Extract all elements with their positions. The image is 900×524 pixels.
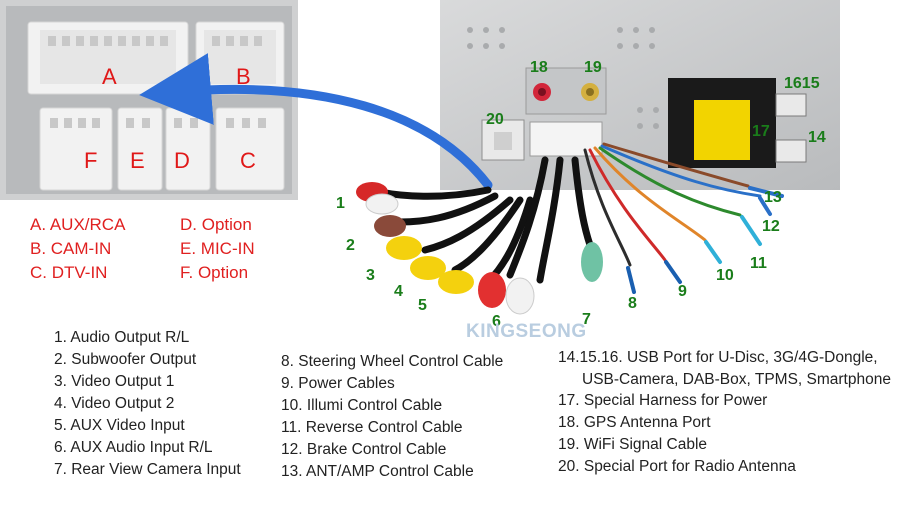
item-14-15-16-continued: USB-Camera, DAB-Box, TPMS, Smartphone (582, 371, 891, 388)
item-17: 17. Special Harness for Power (558, 392, 768, 409)
item-3: 3. Video Output 1 (54, 373, 175, 390)
socket-legend-e: E. MIC-IN (180, 239, 255, 258)
cable-number-14: 14 (808, 129, 826, 146)
connector-letter-a: A (102, 64, 117, 89)
item-19: 19. WiFi Signal Cable (558, 436, 708, 453)
connector-letter-d: D (174, 148, 190, 173)
connector-letter-f: F (84, 148, 98, 173)
cable-number-1: 1 (336, 195, 345, 212)
socket-legend-d: D. Option (180, 215, 252, 234)
connector-letter-c: C (240, 148, 256, 173)
item-5: 5. AUX Video Input (54, 417, 185, 434)
item-4: 4. Video Output 2 (54, 395, 175, 412)
item-12: 12. Brake Control Cable (281, 441, 447, 458)
item-13: 13. ANT/AMP Control Cable (281, 463, 474, 480)
item-10: 10. Illumi Control Cable (281, 397, 443, 414)
wire-tips (626, 186, 784, 294)
socket-legend-f: F. Option (180, 263, 249, 282)
cable-number-9: 9 (678, 283, 687, 300)
socket-legend-c: C. DTV-IN (30, 263, 108, 282)
cable-number-6: 6 (492, 313, 501, 330)
arrow-b-to-a (139, 53, 493, 190)
connector-letter-b: B (236, 64, 251, 89)
cable-number-12: 12 (762, 218, 780, 235)
rca-plugs (356, 182, 603, 315)
connector-letter-e: E (130, 148, 145, 173)
cable-number-18: 18 (530, 59, 548, 76)
cable-number-8: 8 (628, 295, 637, 312)
cable-number-1615: 1615 (784, 75, 820, 92)
cable-number-13: 13 (764, 189, 782, 206)
cable-number-7: 7 (582, 311, 591, 328)
cable-number-5: 5 (418, 297, 427, 314)
item-8: 8. Steering Wheel Control Cable (281, 353, 504, 370)
item-7: 7. Rear View Camera Input (54, 461, 241, 478)
item-18: 18. GPS Antenna Port (558, 414, 711, 431)
item-11: 11. Reverse Control Cable (281, 419, 463, 436)
socket-legend-b: B. CAM-IN (30, 239, 112, 258)
item-20: 20. Special Port for Radio Antenna (558, 458, 796, 475)
cable-number-4: 4 (394, 283, 403, 300)
cable-number-2: 2 (346, 237, 355, 254)
cable-number-17: 17 (752, 123, 770, 140)
item-14-15-16: 14.15.16. USB Port for U-Disc, 3G/4G-Don… (558, 349, 878, 366)
item-2: 2. Subwoofer Output (54, 351, 197, 368)
item-1: 1. Audio Output R/L (54, 329, 190, 346)
item-6: 6. AUX Audio Input R/L (54, 439, 213, 456)
cable-number-20: 20 (486, 111, 504, 128)
head-unit-back-panel (440, 0, 840, 190)
watermark: KINGSEONG (466, 321, 587, 342)
cable-number-3: 3 (366, 267, 375, 284)
cable-number-19: 19 (584, 59, 602, 76)
cable-number-10: 10 (716, 267, 734, 284)
cable-number-11: 11 (750, 255, 767, 272)
socket-legend-a: A. AUX/RCA (30, 215, 126, 234)
item-9: 9. Power Cables (281, 375, 395, 392)
